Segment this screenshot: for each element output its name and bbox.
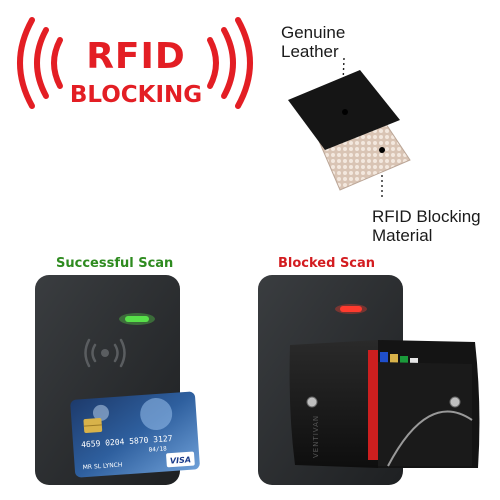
material-label-line2: Material [372, 226, 433, 245]
successful-scan-caption: Successful Scan [56, 256, 174, 271]
snap-button-icon [449, 396, 461, 408]
credit-card: 4659 0204 5870 3127 04/18 MR SL LYNCH VI… [70, 391, 200, 478]
material-label: RFID Blocking Material [372, 207, 482, 245]
leather-label-line2: Leather [281, 42, 339, 61]
badge-title: RFID [86, 36, 186, 77]
signal-waves-icon [17, 17, 253, 109]
successful-scan-illustration: 4659 0204 5870 3127 04/18 MR SL LYNCH VI… [35, 275, 200, 485]
card-expiry: 04/18 [148, 445, 167, 453]
leather-dot [342, 109, 348, 115]
snap-button-icon [306, 396, 318, 408]
badge-subtitle: BLOCKING [69, 82, 203, 108]
material-label-line1: RFID Blocking [372, 207, 481, 226]
leather-label: Genuine Leather [281, 23, 391, 61]
contactless-icon [84, 338, 126, 368]
blocked-scan-caption: Blocked Scan [278, 256, 376, 271]
material-dot [379, 147, 385, 153]
material-layers-illustration [288, 57, 411, 200]
rfid-wallet: VENTIVAN [289, 340, 480, 468]
blocked-scan-illustration: VENTIVAN [258, 275, 480, 485]
wallet-brand-text: VENTIVAN [312, 415, 320, 458]
leather-label-line1: Genuine [281, 23, 346, 42]
red-led-indicator-icon [340, 306, 362, 312]
card-holder: MR SL LYNCH [83, 462, 123, 472]
green-led-indicator-icon [125, 316, 149, 322]
visa-logo-text: VISA [170, 455, 192, 465]
visa-logo [166, 451, 195, 468]
